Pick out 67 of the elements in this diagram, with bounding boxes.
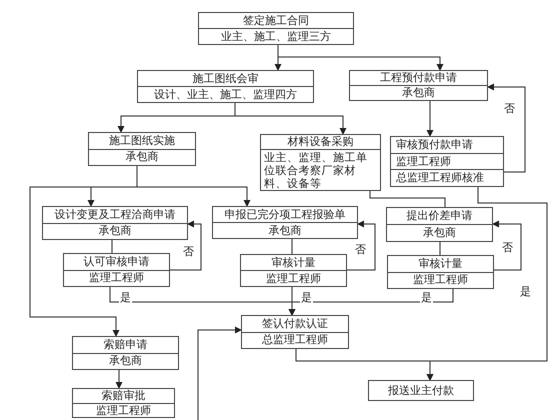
edge-label: 否 <box>182 245 195 258</box>
box-text: 承包商 <box>387 224 492 241</box>
box-text: 总监理工程师核准 <box>391 169 503 186</box>
process-box <box>240 254 347 287</box>
box-heading: 提出价差申请 <box>406 208 474 224</box>
box-text: 承包商 <box>350 85 487 100</box>
arrow <box>426 100 434 137</box>
box-text: 承包商 <box>213 222 357 238</box>
process-box <box>137 70 314 103</box>
box-text: 承包商 <box>43 222 187 239</box>
box-heading: 施工图纸实施 <box>108 133 176 148</box>
box-heading: 审核计量 <box>418 256 464 272</box>
box-heading: 签定施工合同 <box>242 13 310 28</box>
box-heading: 签认付款认证 <box>261 316 329 332</box>
edge-label: 否 <box>501 241 514 254</box>
box-heading: 索赔申请 <box>102 337 148 352</box>
process-box <box>72 336 179 370</box>
edge-label: 否 <box>354 243 367 256</box>
arrow <box>116 370 122 389</box>
process-box <box>241 315 349 349</box>
box-heading: 报送业主付款 <box>387 382 455 398</box>
box-text: 业主、监理、施工单位联合考察厂家材料、设备等 <box>261 149 380 191</box>
process-box <box>42 206 188 240</box>
box-heading: 申报已完分项工程报验单 <box>224 207 346 222</box>
arrow <box>492 220 522 270</box>
process-box <box>386 207 493 242</box>
box-text: 监理工程师 <box>73 403 174 418</box>
box-heading: 审核预付款申请 <box>395 137 474 153</box>
box-heading: 索赔审批 <box>100 389 146 403</box>
edge-label: 否 <box>503 102 516 115</box>
arrow <box>170 220 202 270</box>
edge-label: 是 <box>519 285 532 298</box>
process-box <box>88 132 196 166</box>
process-box <box>390 136 504 187</box>
connector-line <box>370 190 446 208</box>
process-box <box>63 253 170 287</box>
process-box <box>72 388 175 418</box>
box-text: 监理工程师 <box>391 152 503 170</box>
box-heading: 认可审核申请 <box>82 254 150 270</box>
box-heading: 材料设备采购 <box>286 135 354 149</box>
edge-label: 是 <box>420 291 433 304</box>
box-text: 业主、施工、监理三方 <box>199 28 353 44</box>
box-text: 监理工程师 <box>388 272 493 288</box>
edge-label: 是 <box>119 291 132 304</box>
arrow <box>288 288 454 316</box>
process-box <box>368 380 474 401</box>
box-heading: 设计变更及工程洽商申请 <box>54 207 176 222</box>
arrow <box>278 44 444 71</box>
box-text: 设计、业主、施工、监理四方 <box>138 86 313 102</box>
arrow <box>487 84 526 172</box>
arrow <box>296 348 434 381</box>
box-heading: 施工图纸会审 <box>192 71 260 86</box>
arrow <box>198 326 242 420</box>
box-text: 监理工程师 <box>64 270 169 286</box>
arrow <box>346 220 376 270</box>
process-box <box>212 206 358 239</box>
process-box <box>387 255 494 289</box>
box-text: 总监理工程师 <box>242 332 348 348</box>
process-box <box>260 134 381 191</box>
box-text: 承包商 <box>73 352 178 369</box>
process-box <box>198 12 354 45</box>
process-box <box>349 70 488 101</box>
box-text: 承包商 <box>89 148 195 165</box>
box-text: 监理工程师 <box>241 270 346 286</box>
box-heading: 审核计量 <box>270 255 316 270</box>
box-heading: 工程预付款申请 <box>379 71 458 85</box>
edge-label: 是 <box>300 291 313 304</box>
